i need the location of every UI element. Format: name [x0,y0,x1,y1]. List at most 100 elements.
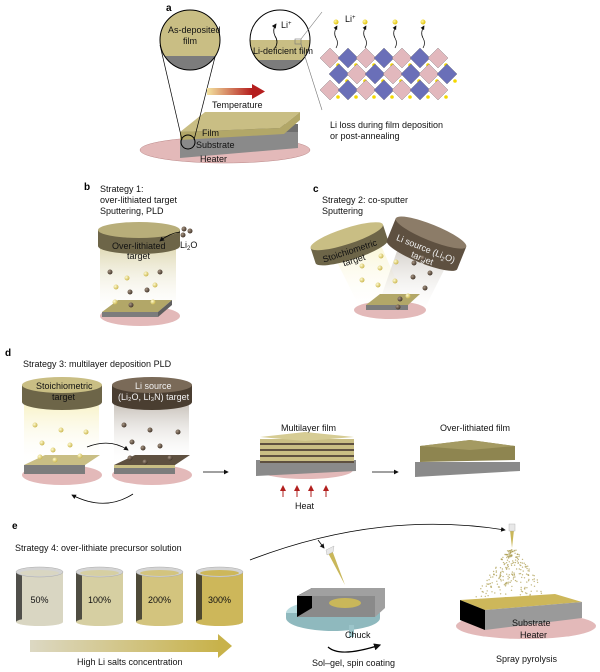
concentration-arrow [30,640,220,652]
target-particle [405,293,411,299]
spray-droplet [480,588,482,590]
octahedron [436,63,458,85]
spray-droplet [526,587,528,589]
spray-droplet [516,580,518,583]
spray-droplet [498,586,501,588]
octahedron [328,63,350,85]
spray-droplet [533,580,535,583]
panel-a: a Film Substrate Heater As-deposited fil… [139,3,458,164]
spray-droplet [525,566,527,568]
spray-droplet [506,550,509,552]
spray-droplet [526,592,528,595]
spray-droplet [495,570,497,572]
spray-droplet [507,575,509,577]
spray-droplet [502,579,504,581]
spray-film [460,594,582,610]
spray-droplet [523,562,525,564]
octahedron [355,79,377,101]
spray-droplet [490,586,493,588]
spray-droplet [527,580,530,582]
beaker-body [16,572,63,622]
spray-droplet [513,564,516,566]
spray-droplet [509,552,511,554]
li-ion-escaping [420,19,426,25]
li2o-particle [422,285,428,291]
target-particle [378,253,384,259]
to-spray-arrow [249,523,506,561]
spray-droplet [512,576,515,578]
spray-droplet [484,595,486,598]
multilayer-stack [260,432,354,463]
spray-droplet [502,575,504,578]
spray-droplet [522,570,524,572]
spin-coating-label: Sol–gel, spin coating [312,658,395,668]
beaker-label: 200% [148,595,171,605]
li-atom [426,95,430,99]
li2o-label: Li2O [180,240,197,252]
spray-droplet [486,590,488,592]
spray-droplet [518,573,520,575]
spray-droplet [502,556,504,559]
li-ion-escaping [333,19,339,25]
target-d-right-label-2: (Li₂O, Li₃N) target [118,392,190,402]
spray-droplet [501,568,504,570]
li-atom [354,95,358,99]
spray-droplet [493,573,495,575]
target-particle [50,447,56,453]
spray-droplet [508,552,510,554]
spray-droplet [525,573,528,575]
spray-droplet [504,562,506,565]
target-particle [359,277,365,283]
octahedron [409,79,431,101]
beaker: 300% [195,566,244,626]
spray-droplet [514,550,516,552]
spray-droplet [519,572,522,575]
spray-droplet [496,583,499,585]
li-source-layer [260,455,354,457]
spray-droplet [532,579,534,581]
sputtered-particles-b [107,269,163,308]
substrate-d-left [24,465,85,474]
strategy-2-method: Sputtering [322,206,363,216]
li-escape-arrow [420,25,425,49]
spray-droplet [500,580,502,582]
spray-droplet [499,589,501,591]
target-particle [124,275,130,281]
spray-droplet [521,566,524,568]
spray-droplet [518,568,520,570]
spray-droplet [518,555,520,558]
spray-droplet [507,565,509,568]
octahedron [427,47,449,69]
target-b-label-2: target [127,251,151,261]
spray-droplet [514,559,517,561]
strategy-3-title: Strategy 3: multilayer deposition PLD [23,359,172,369]
li-ion-escaping [392,19,398,25]
spray-droplet [527,574,530,576]
li2o-particle [175,429,181,435]
spray-droplet [504,582,507,585]
magnify-spot [180,134,196,150]
spray-droplet [495,571,497,573]
spray-droplet [499,572,502,574]
octahedron [427,79,449,101]
target-particle [52,457,58,463]
spray-droplet [512,550,514,553]
crystal-li-label: Li+ [345,14,356,24]
spray-droplet [506,573,508,575]
beaker-body [76,572,123,622]
spray-droplet [499,573,501,576]
li-loss-caption-1: Li loss during film deposition [330,120,443,130]
strategy-2-title: Strategy 2: co-sputter [322,195,408,205]
spray-droplet [520,586,522,589]
spray-droplet [516,560,519,562]
spray-droplet [500,574,502,577]
spray-droplet [527,565,529,567]
spray-droplet [514,552,516,554]
spray-droplet [502,571,505,573]
substrate-d-right [114,468,175,474]
spray-droplet [521,574,524,576]
solution-drop [329,598,361,608]
spray-droplet [520,588,522,591]
strategy-1-subtitle: over-lithiated target [100,195,178,205]
li2o-particle [395,304,401,310]
